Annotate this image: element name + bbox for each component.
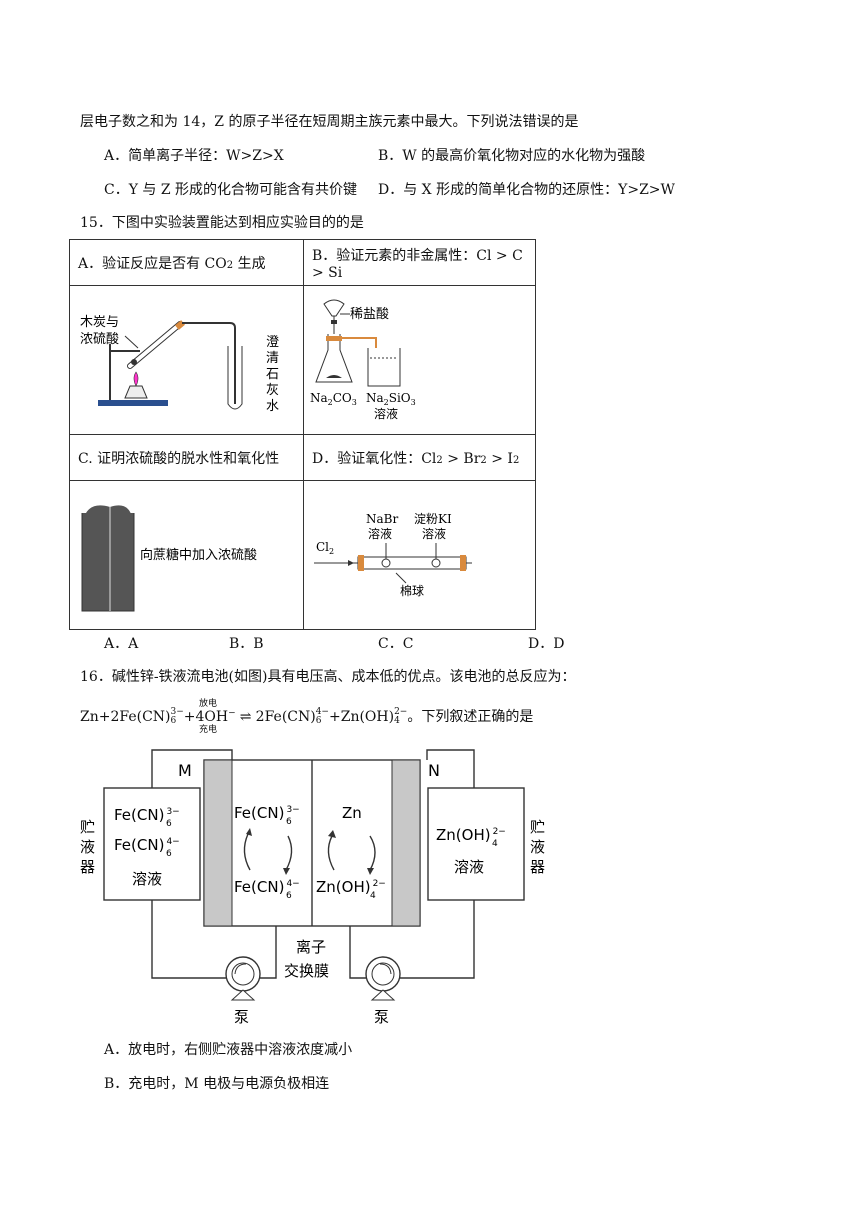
storage-left-1: 贮 — [80, 818, 95, 836]
fig-b-solution: 溶液 — [374, 406, 398, 421]
fig-b-na2co3: Na2CO3 — [310, 391, 357, 407]
q15-stem: 15．下图中实验装置能达到相应实验目的的是 — [80, 215, 364, 231]
fig-a-label-1: 木炭与 — [80, 315, 119, 330]
q15-cell-a-label: A．验证反应是否有 CO2 生成 — [69, 239, 304, 286]
right-storage-tank — [427, 787, 525, 901]
q15-figure-b: 稀盐酸 Na2CO3 Na2SiO3 溶液 — [303, 285, 536, 435]
pump-left-icon — [225, 956, 261, 1001]
q16-stem: 16．碱性锌-铁液流电池(如图)具有电压高、成本低的优点。该电池的总反应为： — [80, 669, 576, 685]
q15-figure-c: 向蔗糖中加入浓硫酸 — [69, 480, 304, 630]
q15-answer-b: B．B — [229, 636, 264, 652]
right-chamber-bottom: Zn(OH)2− — [316, 878, 386, 896]
fig-d-cotton: 棉球 — [400, 584, 424, 598]
pump-right-icon — [365, 956, 401, 1001]
left-tank-sub-2: 6 — [166, 849, 172, 859]
left-chamber-bottom: Fe(CN)4− — [234, 878, 300, 896]
fig-d-nabr-1: NaBr — [366, 512, 398, 526]
q16-battery-diagram: M N Fe(CN)3− 6 Fe(CN)4− 6 溶液 贮 液 器 Fe(CN… — [80, 749, 545, 1026]
electrode-m-label: M — [178, 761, 192, 780]
q14-option-b: B．W 的最高价氧化物对应的水化物为强酸 — [378, 148, 646, 164]
q14-stem-tail: 层电子数之和为 14，Z 的原子半径在短周期主族元素中最大。下列说法错误的是 — [80, 114, 579, 130]
equilibrium-arrow-icon: ⇌ — [239, 709, 252, 725]
left-tank-sub-1: 6 — [166, 819, 172, 829]
membrane-label-1: 离子 — [296, 938, 326, 956]
equation-body: Zn+2Fe(CN)3−6+4OH−⇌2Fe(CN)4−6+Zn(OH)2−4。… — [80, 707, 534, 726]
fig-a-right-3: 石 — [266, 367, 279, 382]
equation-charge-label: 充电 — [199, 725, 218, 735]
right-tank-text-1: Zn(OH)2− — [436, 826, 506, 844]
storage-left-2: 液 — [80, 838, 95, 856]
q16-equation: 放电 充电 Zn+2Fe(CN)3−6+4OH−⇌2Fe(CN)4−6+Zn(O… — [80, 696, 600, 735]
electrode-m — [203, 759, 233, 927]
q15-cell-d-label: D．验证氧化性：Cl2 > Br2 > I2 — [303, 434, 536, 481]
fig-a-right-1: 澄 — [266, 335, 279, 350]
q15-cell-b-label: B．验证元素的非金属性：Cl > C > Si — [303, 239, 536, 286]
fig-d-ki-2: 溶液 — [422, 526, 446, 541]
electrode-n-label: N — [428, 761, 440, 780]
fig-d-cl2: Cl2 — [316, 540, 334, 556]
q14-option-d: D．与 X 形成的简单化合物的还原性：Y>Z>W — [378, 182, 675, 198]
right-tank-solution: 溶液 — [454, 858, 484, 876]
membrane-label-2: 交换膜 — [284, 962, 329, 980]
q15-answer-a: A．A — [104, 636, 139, 652]
left-chamber-top: Fe(CN)3− — [234, 804, 300, 822]
electrode-n — [391, 759, 421, 927]
q16-option-a: A．放电时，右侧贮液器中溶液浓度减小 — [104, 1042, 353, 1058]
q15-answer-c: C．C — [378, 636, 414, 652]
left-tank-solution: 溶液 — [132, 870, 162, 888]
fig-b-acid: 稀盐酸 — [350, 307, 389, 322]
fig-a-right-2: 清 — [266, 351, 279, 366]
q15-figure-a: 木炭与 浓硫酸 澄 清 石 — [69, 285, 304, 435]
left-tank-text-2: Fe(CN)4− — [114, 836, 180, 854]
q15-figure-d: NaBr 溶液 淀粉KI 溶液 Cl2 棉球 — [303, 480, 536, 630]
q15-answer-d: D．D — [528, 636, 565, 652]
storage-left-3: 器 — [80, 858, 95, 876]
q16-option-b: B．充电时，M 电极与电源负极相连 — [104, 1076, 330, 1092]
q15-table: A．验证反应是否有 CO2 生成 B．验证元素的非金属性：Cl > C > Si… — [69, 239, 536, 630]
left-tank-text-1: Fe(CN)3− — [114, 806, 180, 824]
left-chamber-top-sub: 6 — [286, 817, 292, 827]
left-storage-tank — [103, 787, 201, 901]
pump-right-label: 泵 — [374, 1008, 389, 1026]
right-chamber-top: Zn — [342, 804, 362, 822]
storage-right-3: 器 — [530, 858, 545, 876]
right-tank-sub: 4 — [492, 839, 498, 849]
storage-right-1: 贮 — [530, 818, 545, 836]
equation-discharge-label: 放电 — [199, 699, 218, 709]
q14-option-a: A．简单离子半径：W>Z>X — [104, 148, 284, 164]
right-chamber-bottom-sub: 4 — [370, 891, 376, 901]
fig-a-right-4: 灰 — [266, 383, 279, 398]
left-chamber-bottom-sub: 6 — [286, 891, 292, 901]
fig-a-label-2: 浓硫酸 — [80, 332, 119, 347]
fig-c-text: 向蔗糖中加入浓硫酸 — [140, 547, 257, 563]
q15-cell-c-label: C. 证明浓硫酸的脱水性和氧化性 — [69, 434, 304, 481]
fig-b-silicate: Na2SiO3 — [366, 391, 416, 407]
fig-d-nabr-2: 溶液 — [368, 526, 392, 541]
q14-option-c: C．Y 与 Z 形成的化合物可能含有共价键 — [104, 182, 358, 198]
fig-a-right-5: 水 — [266, 399, 279, 414]
fig-d-ki-1: 淀粉KI — [414, 512, 452, 526]
pump-left-label: 泵 — [234, 1008, 249, 1026]
storage-right-2: 液 — [530, 838, 545, 856]
